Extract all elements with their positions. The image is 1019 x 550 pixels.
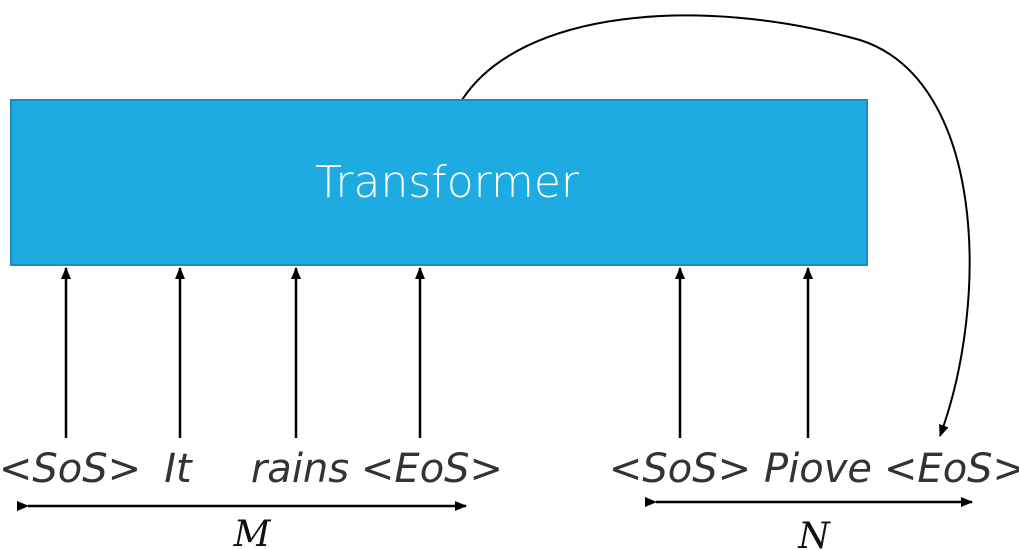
input-token-sos: <SoS> — [0, 446, 141, 492]
transformer-rect — [10, 99, 868, 266]
transformer-block: Transformer — [10, 99, 868, 266]
output-length-label: N — [797, 516, 831, 550]
input-token-it: It — [164, 446, 193, 492]
feedback-curve — [461, 14, 971, 437]
transformer-label: Transformer — [315, 157, 580, 208]
output-token-piove: Piove — [764, 446, 872, 492]
input-length-label: M — [233, 514, 272, 550]
output-token-eos: <EoS> — [884, 446, 1019, 492]
input-token-eos: <EoS> — [361, 446, 503, 492]
output-token-sos: <SoS> — [609, 446, 751, 492]
input-token-rains: rains — [251, 446, 349, 492]
